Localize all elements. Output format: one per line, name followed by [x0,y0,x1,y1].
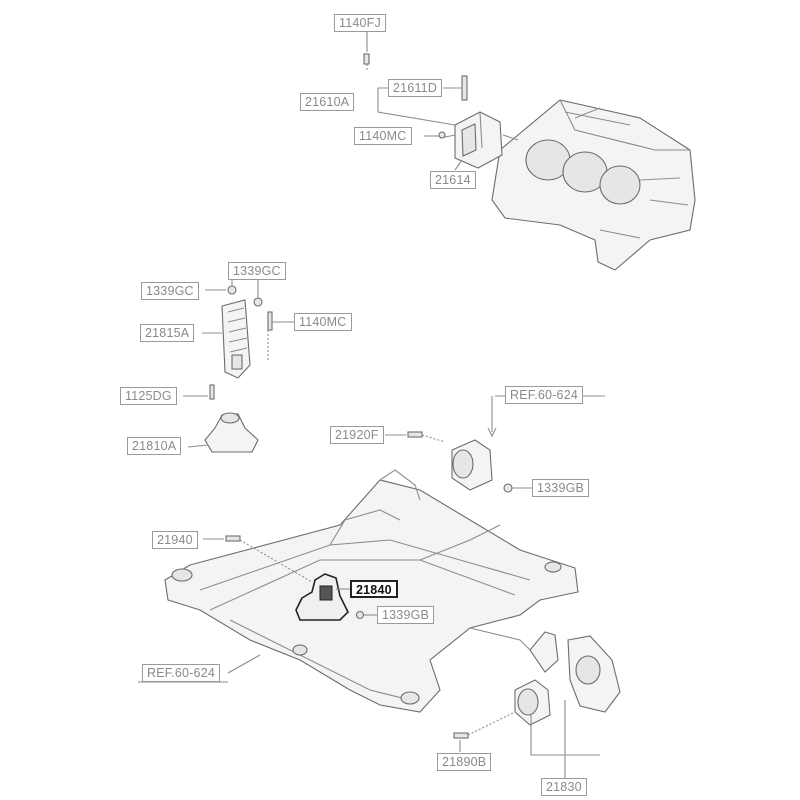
label-1339gc-top: 1339GC [228,262,286,280]
mount-21840 [295,573,349,621]
label-1339gb-center: 1339GB [377,606,435,624]
label-21940: 21940 [152,531,198,549]
bolt-21940 [225,535,313,583]
label-21890b: 21890B [437,753,492,771]
label-21614: 21614 [430,171,476,189]
engine-block [491,99,696,271]
label-1125dg: 1125DG [120,387,177,405]
label-ref-left: REF.60-624 [142,664,221,682]
label-1339gb-right: 1339GB [532,479,590,497]
rear-mount-21830 [453,631,621,739]
label-21830: 21830 [541,778,587,796]
label-21611d: 21611D [388,79,443,97]
label-1140mc-mid: 1140MC [294,313,352,331]
label-1140fj: 1140FJ [334,14,386,32]
label-21815a: 21815A [140,324,195,342]
label-ref-top: REF.60-624 [505,386,584,404]
bolt-1140fj [363,53,370,72]
mount-21920 [407,431,513,493]
label-1339gc-left: 1339GC [141,282,199,300]
label-21920f: 21920F [330,426,384,444]
label-1140mc-top: 1140MC [354,127,412,145]
mount-bracket-21815a [221,285,273,379]
label-21610a: 21610A [300,93,355,111]
label-21810a: 21810A [127,437,182,455]
label-21840: 21840 [350,580,398,598]
mount-insulator-21810a [204,384,259,453]
engine-bracket [438,75,519,169]
